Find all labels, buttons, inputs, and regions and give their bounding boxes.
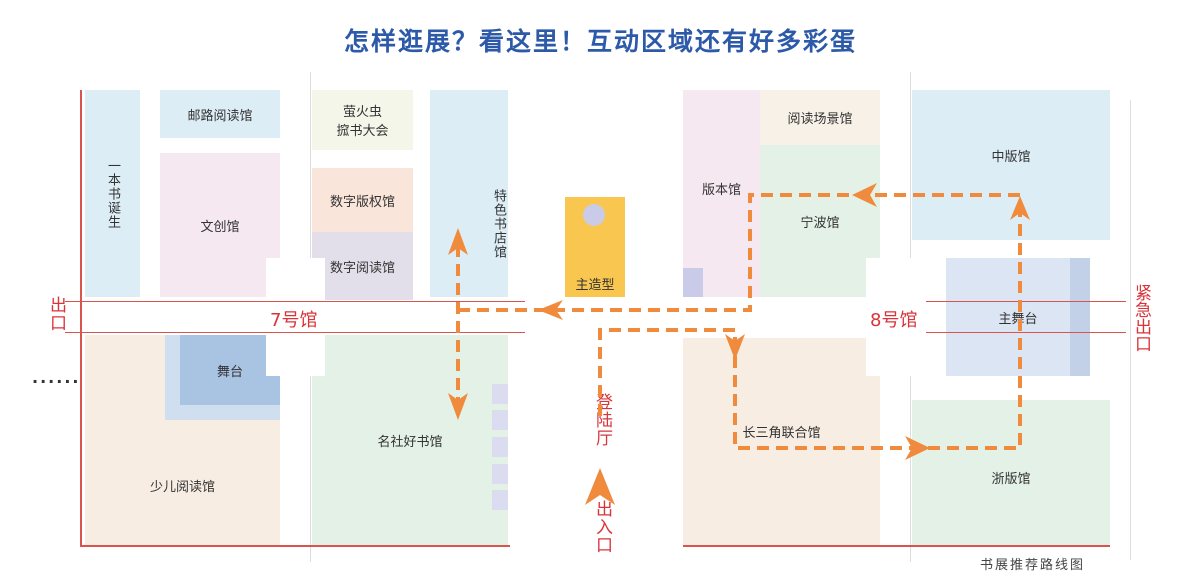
zone-tese[interactable]: 特色书店馆: [430, 90, 508, 297]
zone-changsanjiao[interactable]: 长三角联合馆: [683, 338, 880, 545]
divider: [1130, 100, 1131, 560]
stage-edge: [1070, 258, 1090, 376]
zone-zhuzaoxing[interactable]: 主造型: [565, 197, 625, 297]
emergency-exit[interactable]: 紧急出口: [1131, 284, 1151, 352]
page-title: 怎样逛展？看这里！互动区域还有好多彩蛋: [343, 27, 857, 56]
zone-zhongban[interactable]: 中版馆: [912, 90, 1110, 240]
zone-yueduchangjing[interactable]: 阅读场景馆: [760, 90, 880, 145]
wall: [683, 545, 1110, 547]
zone-ningbo[interactable]: 宁波馆: [760, 145, 880, 297]
zone-mingshe[interactable]: 名社好书馆: [312, 335, 508, 545]
hall8-label: 8号馆: [870, 310, 918, 331]
zone-wenchuang[interactable]: 文创馆: [160, 153, 280, 297]
route-path: [460, 193, 1020, 312]
caption: 书展推荐路线图: [980, 558, 1086, 573]
arrow-down-icon: [448, 393, 468, 420]
hall7-label: 7号馆: [270, 310, 318, 331]
corridor-line: [65, 332, 525, 333]
hall-cross: [866, 258, 926, 376]
booth: [492, 384, 508, 404]
ellipsis: ......: [32, 368, 81, 387]
landing-hall-label: 登陆厅: [592, 393, 612, 447]
arrow-right-icon: [905, 436, 930, 460]
zone-youlu[interactable]: 邮路阅读馆: [160, 90, 280, 138]
hall-cross: [266, 258, 325, 376]
zone-zhuwutai[interactable]: 主舞台: [946, 258, 1090, 376]
zone-banben[interactable]: 版本馆: [683, 90, 760, 297]
arrow-up-icon: [1010, 196, 1030, 220]
zone-yiben[interactable]: 一本书诞生: [85, 90, 140, 297]
exit-left[interactable]: 出口: [46, 296, 66, 332]
arrow-down-icon: [725, 334, 745, 360]
zone-yinghuochong[interactable]: 萤火虫 搲书大会: [312, 90, 413, 150]
arrow-up-icon: [448, 228, 468, 255]
booth: [492, 464, 508, 484]
corridor-line: [926, 301, 1126, 302]
booth: [683, 268, 703, 297]
arrow-left-icon: [852, 183, 877, 207]
booth: [492, 410, 508, 430]
sculpture-icon: [583, 204, 605, 226]
corridor-line: [65, 301, 525, 302]
corridor-line: [926, 332, 1126, 333]
zone-wutai[interactable]: 舞台: [180, 335, 280, 405]
arrow-left-icon: [538, 300, 563, 320]
booth: [492, 490, 508, 510]
booth: [492, 437, 508, 457]
zone-zheban[interactable]: 浙版馆: [912, 400, 1110, 545]
entrance-label[interactable]: 出入口: [592, 500, 612, 554]
zone-shuziyuedu[interactable]: 数字阅读馆: [312, 232, 413, 300]
wall: [80, 90, 82, 547]
wall: [80, 545, 510, 547]
route-path: [598, 205, 1022, 450]
zone-shuzibanquan[interactable]: 数字版权馆: [312, 168, 413, 232]
arrow-up-icon: [585, 468, 615, 505]
